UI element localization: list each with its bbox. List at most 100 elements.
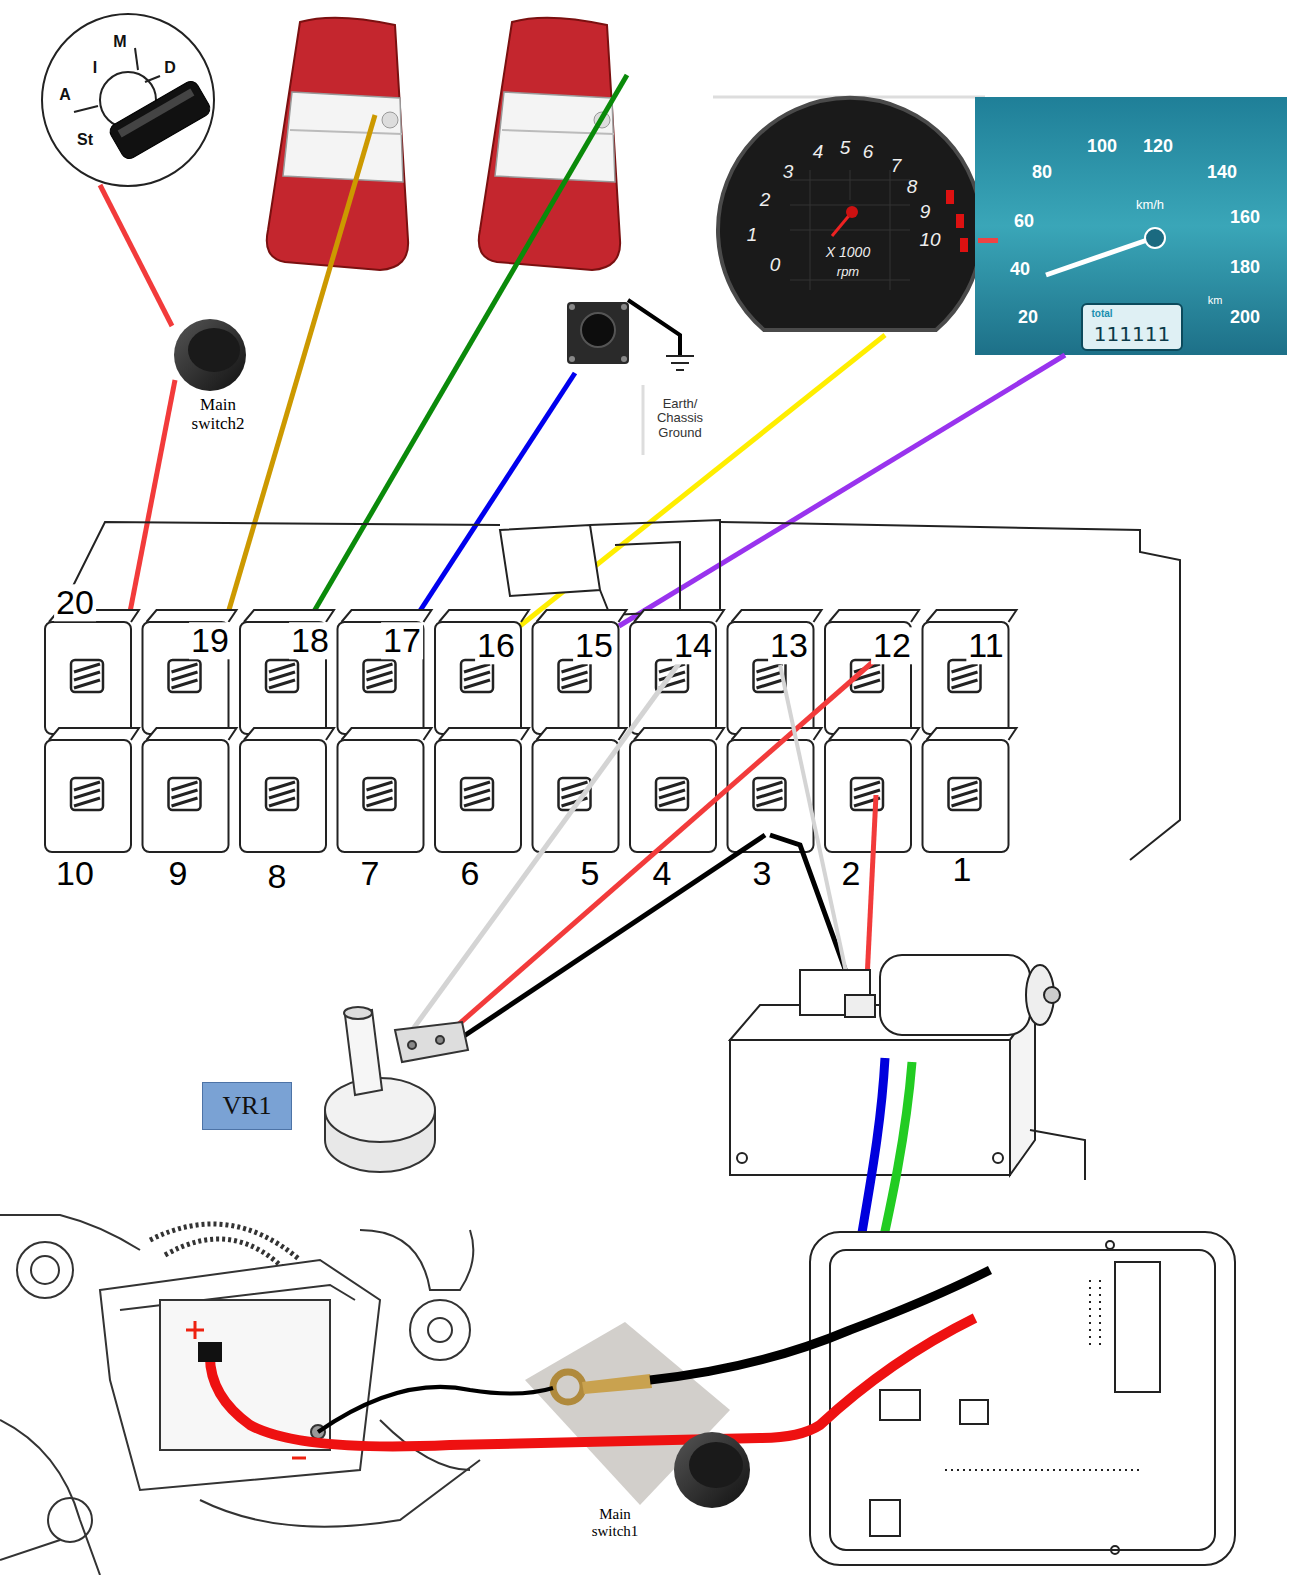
connector-cell [927,610,1017,622]
tachometer [790,170,910,290]
wire-purple [619,355,1065,626]
engine-bay [428,1318,452,1342]
connector-cell [952,664,978,672]
box-label: VR1 [222,1091,271,1121]
ground-label: Earth/ Chassis Ground [648,397,712,440]
speedometer [978,238,998,243]
speedometer [1082,304,1182,350]
pin-number: 18 [289,622,331,659]
connector-cell [338,740,424,852]
pin-number: 1 [953,851,972,888]
engine-bay [100,1260,380,1490]
tachometer [946,190,954,204]
connector-cell [45,728,139,852]
connector-cell [634,728,724,740]
connector-cell [854,782,880,790]
controller-board [810,1232,1235,1565]
wire-black [650,1270,990,1380]
wire-grey [780,665,852,1000]
connector-cell [728,610,822,734]
connector-cell [172,672,198,680]
connector-cell [74,664,100,672]
connector-cell [49,728,139,740]
tach-number: 5 [840,138,851,159]
connector-cell [45,622,131,734]
connector-cell [533,622,619,734]
connector-cell [367,664,393,672]
connector-cell [533,728,627,852]
connector-cell [732,610,822,622]
tachometer [850,170,851,200]
connector-cell [952,782,978,790]
connector-cell [240,728,334,852]
push-button [621,304,627,310]
connector-cell [634,610,724,622]
potentiometer [344,1007,372,1019]
controller-board [945,1469,1140,1471]
speedometer [975,97,1287,355]
connector-cell [147,610,237,622]
connector-cell [435,740,521,852]
connector-cell [143,740,229,852]
connector-cell [244,610,334,622]
connector-housing [500,525,600,596]
connector-cell [952,672,978,680]
main-switch2-button [174,319,246,391]
connector-cell [240,610,334,734]
connector-housing [720,522,1180,860]
tachometer [846,206,858,218]
engine-bay [31,1256,59,1284]
ignition-switch [74,106,98,112]
connector-cell [269,672,295,680]
tach-unit: X 1000 [826,245,870,260]
connector-cell [461,778,493,810]
engine-bay [186,1321,204,1339]
connector-cell [949,660,981,692]
connector-cell [851,778,883,810]
tail-light [382,112,398,128]
ground-symbol [676,369,684,371]
speed-number: 200 [1230,308,1260,328]
connector-cell [172,782,198,790]
connector-cell [269,782,295,790]
push-button [621,356,627,362]
push-button [567,302,629,364]
pin-number: 12 [871,627,913,664]
tail-light [290,130,402,134]
tail-light [267,18,408,270]
tach-number: 6 [863,142,874,163]
main-switch2-button [174,319,246,391]
connector-cell [923,728,1017,852]
motor-unit [993,1153,1003,1163]
motor-unit [1030,1130,1085,1180]
pin-number: 9 [169,855,188,892]
engine-bay [292,1457,306,1460]
speed-number: 80 [1032,163,1052,183]
connector-cell [728,622,814,734]
connector-cell [757,798,783,806]
push-button [567,302,629,364]
engine-bay [0,1215,140,1250]
battery-terminal [198,1342,222,1362]
connector-cell [74,680,100,688]
ignition-switch [118,89,195,138]
connector-cell [562,664,588,672]
connector-cell [559,660,591,692]
connector-cell [949,778,981,810]
controller-board [810,1232,1235,1565]
connector-cell [435,622,521,734]
connector-cell [269,664,295,672]
connector-cell [952,790,978,798]
switch-position: I [93,59,97,77]
connector-cell [537,728,627,740]
connector-cell [464,672,490,680]
connector-cell [659,798,685,806]
tach-number: 7 [891,156,902,177]
tachometer [956,214,964,228]
connector-cell [367,680,393,688]
ignition-switch [107,79,213,162]
pin-number: 10 [56,855,94,892]
controller-board [1099,1280,1101,1350]
connector-cell [439,728,529,740]
tachometer [890,170,891,290]
